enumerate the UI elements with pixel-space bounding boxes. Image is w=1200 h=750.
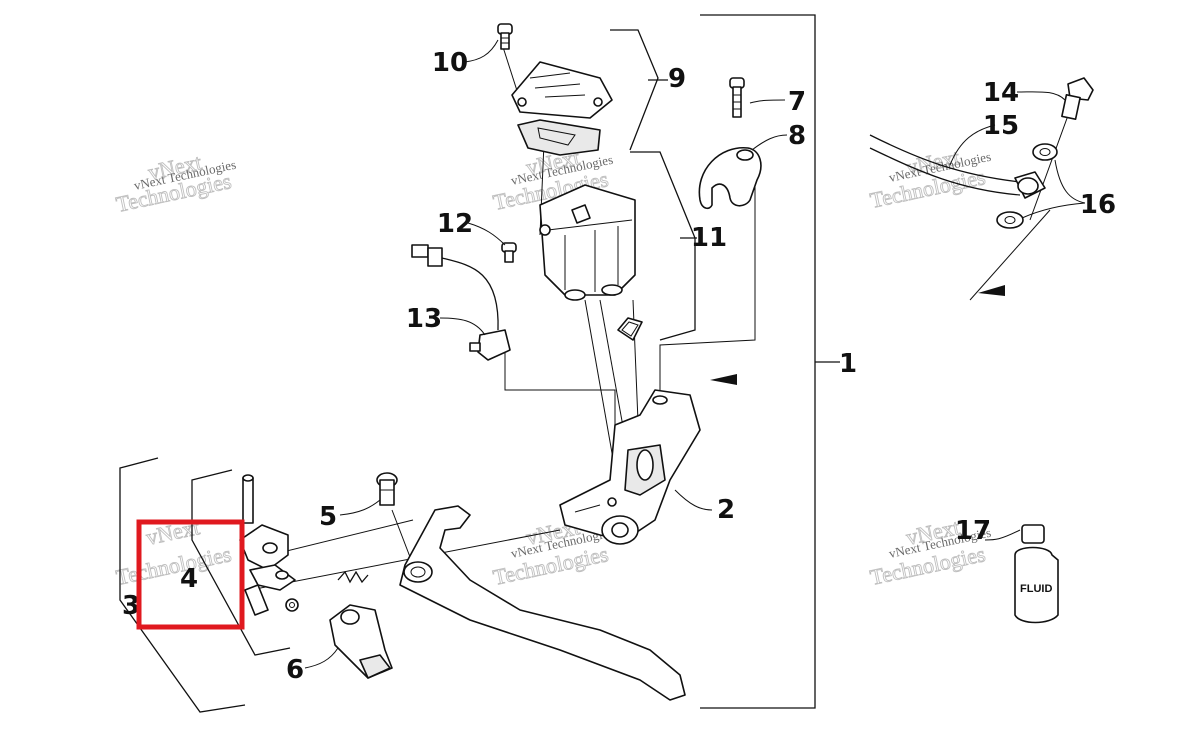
callout-16: 16 xyxy=(1080,190,1116,220)
part-5-pivot-bolt xyxy=(376,472,398,506)
highlight-box xyxy=(136,519,245,630)
part-12-screw xyxy=(501,242,517,263)
direction-arrows xyxy=(710,285,1005,385)
part-3-4-pivot-assembly xyxy=(239,474,369,616)
callout-6: 6 xyxy=(286,655,304,685)
watermark-left: vNext vNext Technologies Technologies xyxy=(113,149,237,218)
callout-13: 13 xyxy=(406,304,442,334)
callout-9: 9 xyxy=(668,64,686,94)
callout-1: 1 xyxy=(839,349,857,379)
bracket-1 xyxy=(700,14,840,709)
callout-leaders xyxy=(304,39,1086,669)
watermark-right-top: vNext vNext Technologies Technologies xyxy=(867,144,992,214)
callout-8: 8 xyxy=(788,121,806,151)
part-9-reservoir-cap xyxy=(511,61,613,156)
callout-11: 11 xyxy=(691,223,727,253)
part-lever xyxy=(399,505,686,701)
callout-10: 10 xyxy=(432,48,468,78)
part-10-screw xyxy=(497,23,513,50)
callout-15: 15 xyxy=(983,111,1019,141)
part-11-reservoir-body xyxy=(539,184,636,301)
part-14-banjo-bolt xyxy=(1061,77,1094,121)
part-16-washers xyxy=(996,143,1058,229)
part-13-brake-switch xyxy=(411,244,511,361)
callout-7: 7 xyxy=(788,87,806,117)
arrow-marker-right xyxy=(978,285,1005,296)
callout-2: 2 xyxy=(717,495,735,525)
callout-5: 5 xyxy=(319,502,337,532)
part-7-clamp-bolt xyxy=(729,77,745,118)
part-8-clamp xyxy=(698,147,762,210)
fluid-label: FLUID xyxy=(1020,583,1052,595)
callout-12: 12 xyxy=(437,209,473,239)
callout-4: 4 xyxy=(180,564,198,594)
callout-3: 3 xyxy=(122,591,140,621)
part-2-master-cylinder xyxy=(559,389,701,545)
part-6-adjuster xyxy=(329,604,393,679)
callout-14: 14 xyxy=(983,78,1019,108)
part-15-brake-hose xyxy=(869,134,1046,199)
bracket-3 xyxy=(119,457,246,713)
part-o-ring xyxy=(617,317,643,341)
watermark-bottom-left: vNext Technologies xyxy=(113,514,234,591)
bracket-4-group xyxy=(191,469,291,656)
bracket-9 xyxy=(610,29,668,151)
callouts: 1 2 3 4 5 6 7 8 9 10 11 12 13 14 15 16 1… xyxy=(122,48,1116,685)
arrow-marker-center xyxy=(710,374,737,385)
bracket-11 xyxy=(630,151,697,341)
part-17-fluid-bottle: FLUID xyxy=(1014,524,1059,624)
callout-17: 17 xyxy=(955,516,991,546)
